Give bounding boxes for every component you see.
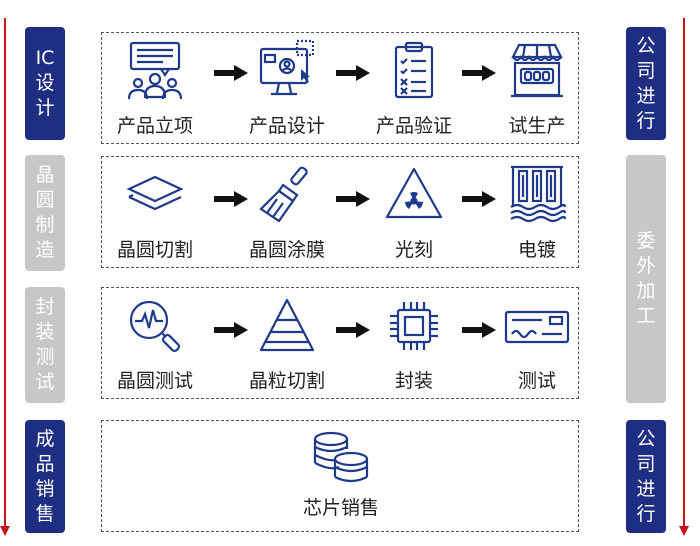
- right-timeline-line: [683, 18, 685, 530]
- flow-arrow: [336, 191, 370, 207]
- pyramid-icon: [259, 298, 315, 352]
- step-testing: 测试: [482, 294, 592, 393]
- step-label: 晶圆切割: [116, 239, 193, 261]
- flow-arrow: [214, 322, 248, 338]
- step-label: 电镀: [517, 239, 556, 261]
- step-label: 封装: [394, 370, 433, 392]
- right-timeline-arrowhead: [679, 526, 689, 536]
- step-label: 光刻: [394, 239, 433, 261]
- chip-icon: [390, 302, 438, 350]
- step-lithography: 光刻: [359, 163, 469, 262]
- step-label: 产品验证: [375, 115, 452, 137]
- step-label: 芯片销售: [302, 497, 379, 519]
- packaging-testing-process-box: 晶圆测试 晶粒切割 封装 测试: [101, 287, 579, 399]
- flow-arrow: [336, 65, 370, 81]
- flow-arrow: [336, 322, 370, 338]
- step-label: 试生产: [508, 115, 566, 137]
- responsibility-label-company: 公司进行: [626, 27, 666, 140]
- plating-tank-icon: [510, 165, 567, 223]
- step-die-cutting: 晶粒切割: [232, 294, 342, 393]
- ic-design-process-box: 产品立项 产品设计 产品验证: [101, 32, 579, 144]
- flow-arrow: [214, 65, 248, 81]
- step-wafer-coating: 晶圆涂膜: [232, 163, 342, 262]
- magnifier-waveform-icon: [129, 300, 181, 353]
- left-timeline-arrowhead: [0, 526, 10, 536]
- storefront-icon: [511, 43, 563, 98]
- product-sales-process-box: 芯片销售: [101, 420, 579, 532]
- step-wafer-testing: 晶圆测试: [100, 294, 210, 393]
- coin-stack-icon: [313, 431, 369, 483]
- step-product-design: 产品设计: [232, 39, 342, 138]
- step-label: 测试: [517, 370, 556, 392]
- step-trial-production: 试生产: [482, 39, 592, 138]
- radiation-warning-icon: [385, 167, 443, 219]
- wafer-manufacturing-process-box: 晶圆切割 晶圆涂膜 光刻 电镀: [101, 156, 579, 268]
- stage-label-wafer-manufacturing: 晶圆制造: [25, 155, 65, 271]
- step-label: 晶圆涂膜: [248, 239, 325, 261]
- responsibility-label-outsourced: 委外加工: [626, 155, 666, 403]
- flow-arrow: [214, 191, 248, 207]
- team-meeting-icon: [127, 41, 183, 100]
- stage-label-packaging-testing: 封装测试: [25, 287, 65, 403]
- step-label: 晶圆测试: [116, 370, 193, 392]
- paint-brush-icon: [259, 166, 308, 223]
- step-chip-sales: 芯片销售: [286, 429, 396, 520]
- stage-label-ic-design: IC设计: [25, 27, 65, 140]
- left-timeline-line: [4, 18, 6, 530]
- flow-arrow: [462, 65, 496, 81]
- test-card-icon: [504, 310, 570, 344]
- design-monitor-icon: [259, 39, 315, 96]
- step-label: 产品立项: [116, 115, 193, 137]
- flow-arrow: [462, 322, 496, 338]
- checklist-clipboard-icon: [394, 41, 434, 99]
- stage-label-product-sales: 成品销售: [25, 420, 65, 533]
- step-product-initiation: 产品立项: [100, 39, 210, 138]
- step-label: 晶粒切割: [248, 370, 325, 392]
- layers-icon: [126, 175, 184, 211]
- responsibility-label-company: 公司进行: [626, 420, 666, 533]
- step-product-verification: 产品验证: [359, 39, 469, 138]
- flow-arrow: [462, 191, 496, 207]
- step-packaging: 封装: [359, 294, 469, 393]
- step-electroplating: 电镀: [482, 163, 592, 262]
- step-wafer-cutting: 晶圆切割: [100, 163, 210, 262]
- step-label: 产品设计: [248, 115, 325, 137]
